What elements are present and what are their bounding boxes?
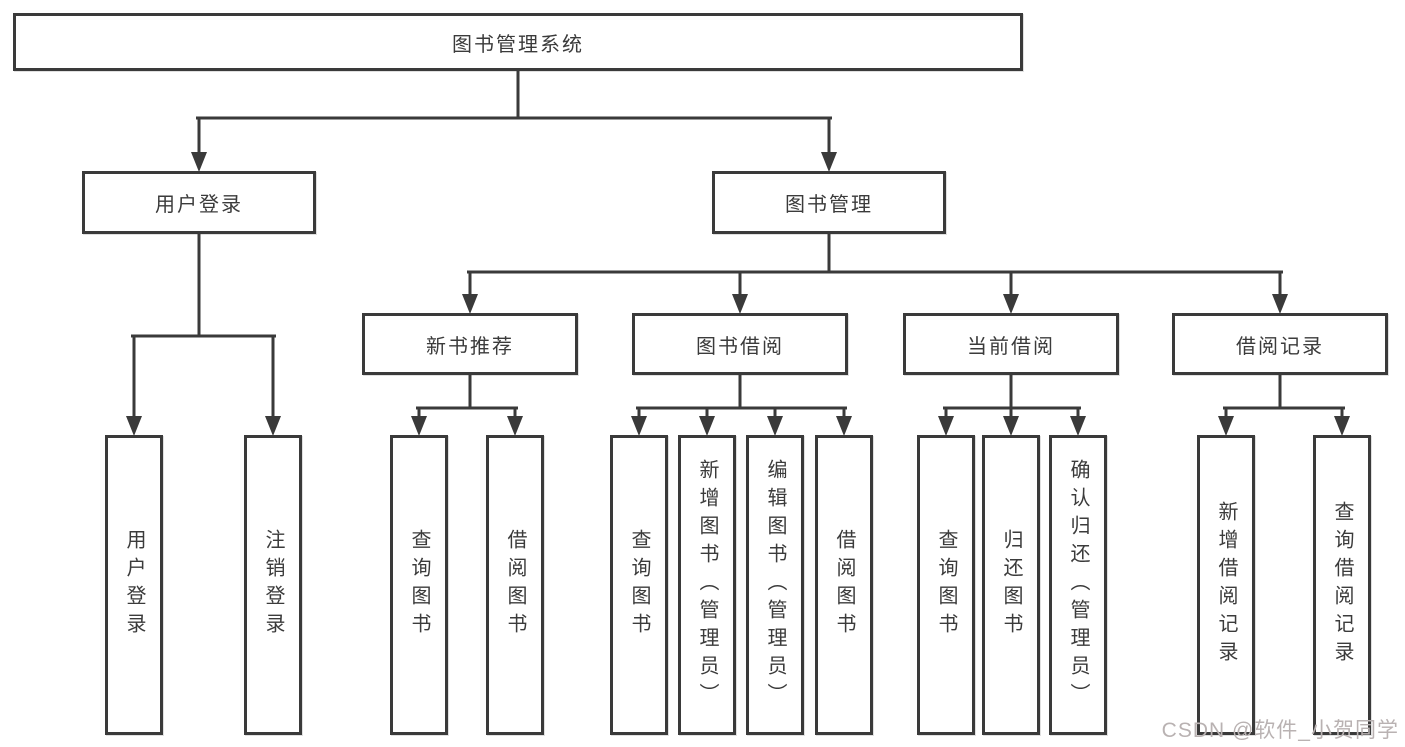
leaf-query-books-borrow: 查询图书: [610, 435, 668, 735]
leaf-confirm-return-admin-label: 确认归还（管理员）: [1067, 459, 1089, 711]
leaf-query-books-current: 查询图书: [917, 435, 975, 735]
node-user-login-label: 用户登录: [155, 194, 243, 216]
node-current-borrow-label: 当前借阅: [967, 335, 1055, 358]
leaf-user-login: 用户登录: [105, 435, 163, 735]
leaf-add-borrow-record: 新增借阅记录: [1197, 435, 1255, 735]
leaf-borrow-books-recommend-label: 借阅图书: [504, 529, 526, 641]
node-current-borrow: 当前借阅: [903, 313, 1119, 375]
leaf-logout-label: 注销登录: [262, 529, 284, 641]
node-root: 图书管理系统: [13, 13, 1023, 71]
leaf-user-login-label: 用户登录: [123, 529, 145, 641]
node-root-label: 图书管理系统: [452, 33, 584, 56]
leaf-add-borrow-record-label: 新增借阅记录: [1215, 501, 1237, 669]
leaf-edit-books-admin-label: 编辑图书（管理员）: [764, 459, 786, 711]
leaf-logout: 注销登录: [244, 435, 302, 735]
leaf-edit-books-admin: 编辑图书（管理员）: [746, 435, 804, 735]
node-book-management: 图书管理: [712, 171, 946, 234]
leaf-add-books-admin-label: 新增图书（管理员）: [696, 459, 718, 711]
node-new-book-recommend-label: 新书推荐: [426, 335, 514, 358]
leaf-query-borrow-record-label: 查询借阅记录: [1331, 501, 1353, 669]
node-borrow-records: 借阅记录: [1172, 313, 1388, 375]
node-user-login: 用户登录: [82, 171, 316, 234]
node-borrow-records-label: 借阅记录: [1236, 335, 1324, 358]
node-book-management-label: 图书管理: [785, 194, 873, 216]
leaf-query-books-current-label: 查询图书: [935, 529, 957, 641]
leaf-borrow-books-recommend: 借阅图书: [486, 435, 544, 735]
leaf-query-books-recommend-label: 查询图书: [408, 529, 430, 641]
leaf-query-books-recommend: 查询图书: [390, 435, 448, 735]
node-new-book-recommend: 新书推荐: [362, 313, 578, 375]
csdn-watermark: CSDN @软件_小贺同学: [1161, 719, 1399, 742]
leaf-query-books-borrow-label: 查询图书: [628, 529, 650, 641]
leaf-borrow-books: 借阅图书: [815, 435, 873, 735]
node-book-borrow-label: 图书借阅: [696, 335, 784, 358]
leaf-add-books-admin: 新增图书（管理员）: [678, 435, 736, 735]
leaf-borrow-books-label: 借阅图书: [833, 529, 855, 641]
leaf-query-borrow-record: 查询借阅记录: [1313, 435, 1371, 735]
node-book-borrow: 图书借阅: [632, 313, 848, 375]
leaf-confirm-return-admin: 确认归还（管理员）: [1049, 435, 1107, 735]
leaf-return-books: 归还图书: [982, 435, 1040, 735]
leaf-return-books-label: 归还图书: [1000, 529, 1022, 641]
